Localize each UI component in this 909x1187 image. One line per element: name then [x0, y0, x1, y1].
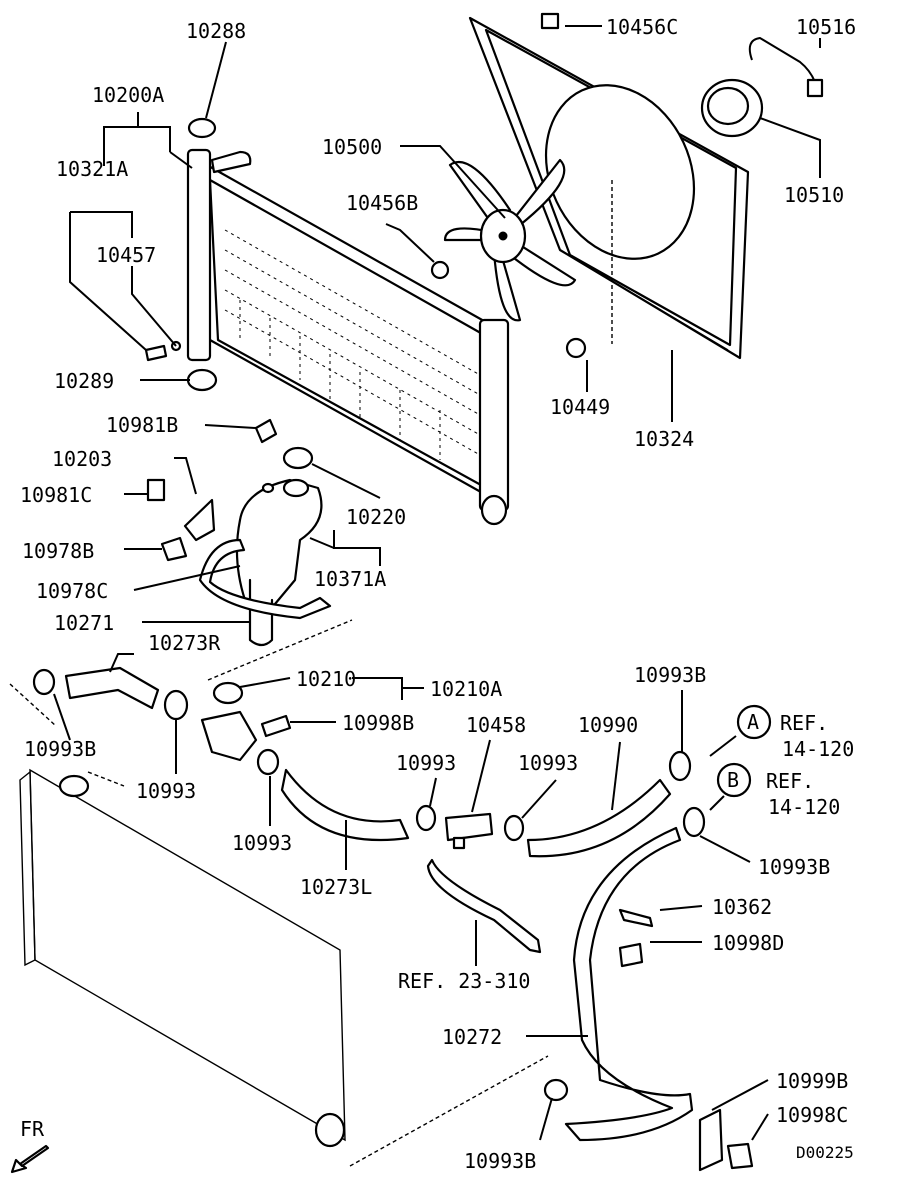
clip-10978b — [160, 536, 188, 562]
label-10990: 10990 — [578, 713, 638, 737]
reservoir-cap-10220 — [282, 446, 314, 470]
label-circle-b: B — [727, 768, 739, 792]
label-10321a: 10321A — [56, 157, 128, 181]
bracket-10362 — [618, 908, 654, 928]
label-ref-b-2: 14-120 — [768, 795, 840, 819]
label-10456c: 10456C — [606, 15, 678, 39]
label-circle-a: A — [747, 710, 759, 734]
label-10981c: 10981C — [20, 483, 92, 507]
clamp-10993-lower-left — [256, 748, 280, 776]
label-10200a: 10200A — [92, 83, 164, 107]
label-10981b: 10981B — [106, 413, 178, 437]
radiator-core — [186, 118, 510, 526]
label-10272: 10272 — [442, 1025, 502, 1049]
label-ref-b-1: REF. — [766, 769, 814, 793]
ref-circle-a — [736, 704, 772, 740]
ref-circle-b — [716, 762, 752, 798]
label-10500: 10500 — [322, 135, 382, 159]
lower-hose-10273l — [280, 768, 410, 842]
label-10516: 10516 — [796, 15, 856, 39]
nut-10456b — [430, 260, 450, 280]
label-10362: 10362 — [712, 895, 772, 919]
label-10978b: 10978B — [22, 539, 94, 563]
label-10273l: 10273L — [300, 875, 372, 899]
label-10273r: 10273R — [148, 631, 221, 655]
label-10210a: 10210A — [430, 677, 502, 701]
cooling-fan — [443, 158, 577, 322]
leader-lines — [9, 25, 821, 1167]
label-10978c: 10978C — [36, 579, 108, 603]
label-fr: FR — [20, 1117, 45, 1141]
radiator-cap-10288 — [187, 117, 217, 139]
label-10993-mid2: 10993 — [518, 751, 578, 775]
label-10324: 10324 — [634, 427, 694, 451]
radiator-lower-view — [19, 768, 346, 1148]
label-10993-mid1: 10993 — [396, 751, 456, 775]
label-10998b: 10998B — [342, 711, 414, 735]
label-10993b-bottom: 10993B — [464, 1149, 536, 1173]
clip-10456c — [540, 12, 560, 30]
label-10289: 10289 — [54, 369, 114, 393]
label-10998c: 10998C — [776, 1103, 848, 1127]
label-ref-a-1: REF. — [780, 711, 828, 735]
label-10371a: 10371A — [314, 567, 386, 591]
label-10288: 10288 — [186, 19, 246, 43]
hose-10990 — [526, 778, 672, 858]
bolt-10981b — [254, 418, 278, 444]
label-10271: 10271 — [54, 611, 114, 635]
label-10456b: 10456B — [346, 191, 418, 215]
label-10993-low: 10993 — [232, 831, 292, 855]
thermostat-housing-10210 — [200, 681, 292, 762]
clamp-10993-mid2 — [503, 814, 525, 842]
label-10993b-a: 10993B — [634, 663, 706, 687]
label-10510: 10510 — [784, 183, 844, 207]
clamp-10993b-left — [32, 668, 56, 696]
label-10203: 10203 — [52, 447, 112, 471]
label-10458: 10458 — [466, 713, 526, 737]
label-ref-23-310: REF. 23-310 — [398, 969, 530, 993]
hose-10271 — [198, 538, 332, 620]
bolt-10998c — [726, 1142, 754, 1170]
clamp-10993b-a — [668, 750, 692, 782]
hose-10272 — [564, 826, 694, 1142]
bolt-10449 — [565, 337, 587, 359]
fan-motor — [700, 36, 824, 138]
label-10449: 10449 — [550, 395, 610, 419]
clamp-10993-upper — [163, 689, 189, 721]
label-10993b-left: 10993B — [24, 737, 96, 761]
part-labels: 10288 10200A 10321A 10457 10289 10456C 1… — [20, 15, 856, 1173]
label-10220: 10220 — [346, 505, 406, 529]
label-ref-a-2: 14-120 — [782, 737, 854, 761]
label-10993-left: 10993 — [136, 779, 196, 803]
clamp-10993b-bottom — [543, 1078, 569, 1102]
joint-10458 — [444, 812, 494, 850]
label-10998d: 10998D — [712, 931, 784, 955]
mount-bushing-10289 — [186, 368, 218, 392]
label-10457: 10457 — [96, 243, 156, 267]
diagram-id: D00225 — [796, 1143, 854, 1162]
label-10210: 10210 — [296, 667, 356, 691]
upper-hose-10273r — [64, 666, 160, 710]
label-10999b: 10999B — [776, 1069, 848, 1093]
clamp-10993b-b — [682, 806, 706, 838]
bracket-10999b — [698, 1108, 724, 1172]
fan-shroud — [468, 16, 750, 360]
hose-ref-23-310 — [426, 858, 542, 954]
bolt-10981c — [146, 478, 166, 502]
label-10993b-right: 10993B — [758, 855, 830, 879]
bolt-10998d — [618, 942, 644, 968]
clamp-10993-mid1 — [415, 804, 437, 832]
front-arrow-icon — [10, 1144, 50, 1174]
